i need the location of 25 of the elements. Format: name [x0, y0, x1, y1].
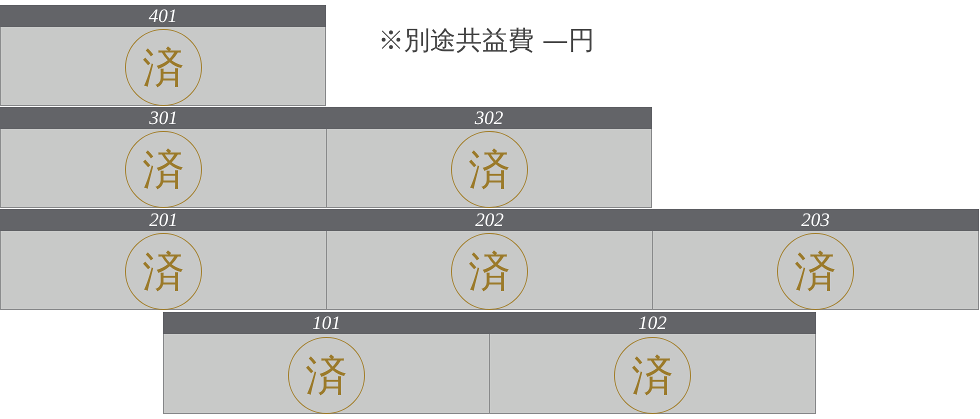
room-box: [652, 209, 979, 310]
stamp-circle: 済: [288, 337, 365, 414]
room-header: 202: [326, 209, 653, 231]
stamp-circle: 済: [451, 233, 528, 310]
stamp-circle: 済: [125, 29, 202, 106]
room-header: 401: [0, 5, 326, 27]
room-header: 102: [489, 312, 816, 334]
stamp-circle: 済: [777, 233, 854, 310]
room-box: [0, 209, 327, 310]
stamp-circle: 済: [614, 337, 691, 414]
room-header: 301: [0, 107, 327, 129]
room-box: [489, 312, 816, 414]
stamp-circle: 済: [125, 233, 202, 310]
stamp-circle: 済: [125, 131, 202, 208]
room-header: 101: [163, 312, 490, 334]
note-text: ※別途共益費 —円: [378, 27, 594, 56]
room-box: [163, 312, 490, 414]
room-header: 302: [326, 107, 652, 129]
room-header: 201: [0, 209, 327, 231]
room-box: [0, 107, 327, 208]
stamp-circle: 済: [451, 131, 528, 208]
room-header: 203: [652, 209, 979, 231]
room-box: [326, 107, 652, 208]
room-box: [0, 5, 326, 106]
room-box: [326, 209, 653, 310]
